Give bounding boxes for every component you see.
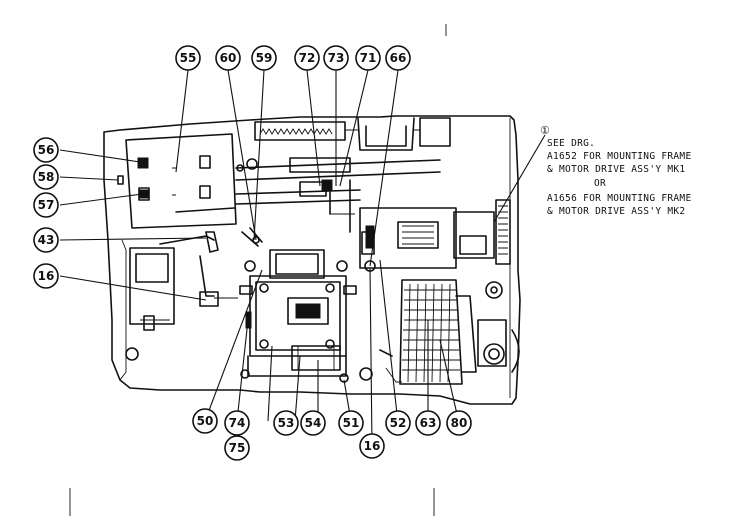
linkage-parts [241,227,402,383]
gate-assembly [239,249,357,383]
callout-51: 51 [338,410,364,436]
svg-text:50: 50 [197,414,214,428]
callout-50: 50 [192,408,218,434]
upper-housing [254,117,451,151]
note-line-5: A1656 FOR MOUNTING FRAME [547,193,692,204]
svg-text:66: 66 [390,51,407,65]
callout-72: 72 [294,45,320,71]
callout-71: 71 [355,45,381,71]
note-line-2: A1652 FOR MOUNTING FRAME [547,151,692,162]
svg-text:59: 59 [256,51,273,65]
svg-text:71: 71 [360,51,377,65]
callout-63: 63 [415,410,441,436]
svg-text:55: 55 [180,51,197,65]
svg-text:74: 74 [229,416,246,430]
svg-text:75: 75 [229,441,246,455]
svg-text:57: 57 [38,198,55,212]
svg-text:16: 16 [38,269,55,283]
callout-75: 75 [224,435,250,461]
callout-73: 73 [323,45,349,71]
slide-plate [117,133,237,229]
svg-text:16: 16 [364,439,381,453]
callout-80: 80 [446,410,472,436]
base-plate-outline [103,115,521,405]
svg-text:53: 53 [278,416,295,430]
note-line-1: SEE DRG. [547,138,596,149]
callout-53: 53 [273,410,299,436]
svg-text:52: 52 [390,416,407,430]
callout-54: 54 [300,410,326,436]
left-bracket [125,231,238,361]
leader-lines [59,69,546,447]
callout-16-left: 16 [33,263,59,289]
svg-text:72: 72 [299,51,316,65]
guide-rods [235,157,441,233]
svg-text:60: 60 [220,51,237,65]
callout-55: 55 [175,45,201,71]
callout-43: 43 [33,227,59,253]
callout-66: 66 [385,45,411,71]
callout-56: 56 [33,137,59,163]
note-line-4: OR [594,178,607,189]
callout-60: 60 [215,45,241,71]
callout-59: 59 [251,45,277,71]
note-ref-mark: ① [540,124,551,137]
callout-52: 52 [385,410,411,436]
svg-text:58: 58 [38,170,55,184]
motor-frame [359,199,511,299]
callout-58: 58 [33,164,59,190]
callout-16-bottom: 16 [359,433,385,459]
svg-text:43: 43 [38,233,55,247]
svg-text:63: 63 [420,416,437,430]
svg-text:51: 51 [343,416,360,430]
callout-57: 57 [33,192,59,218]
svg-text:56: 56 [38,143,55,157]
note-line-6: & MOTOR DRIVE ASS'Y MK2 [547,206,686,217]
svg-text:54: 54 [305,416,322,430]
heatsink [399,279,520,385]
note-line-3: & MOTOR DRIVE ASS'Y MK1 [547,164,686,175]
svg-text:73: 73 [328,51,345,65]
svg-text:80: 80 [451,416,468,430]
callout-74: 74 [224,410,250,436]
